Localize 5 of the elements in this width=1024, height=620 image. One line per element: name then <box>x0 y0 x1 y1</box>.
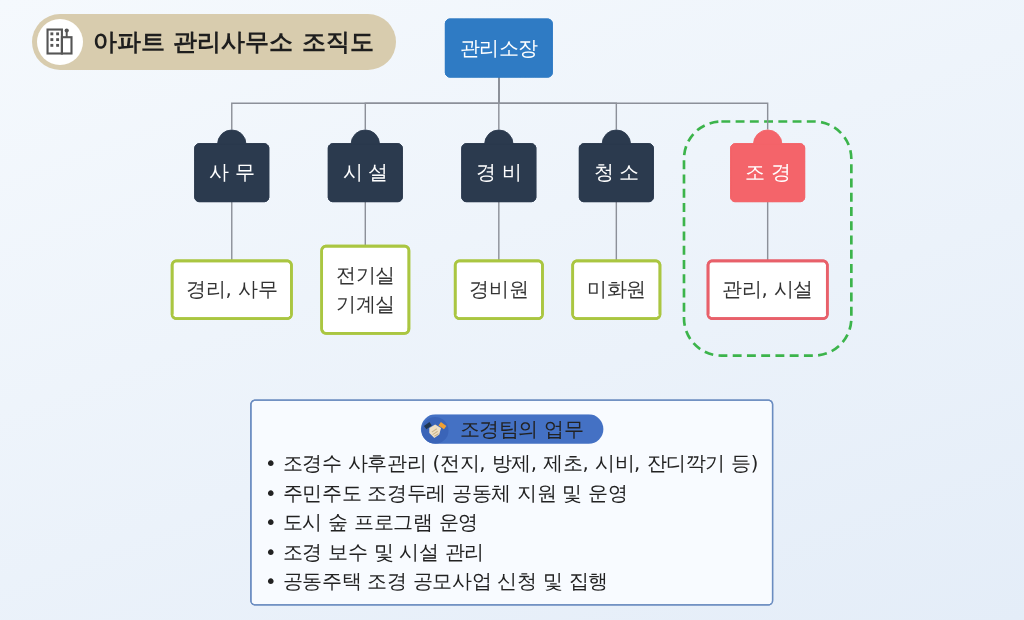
connector <box>498 76 769 131</box>
section-heading: 조경팀의 업무 <box>459 417 584 441</box>
title: 아파트 관리사무소 조직도 <box>93 27 374 58</box>
connector <box>364 200 367 247</box>
cluster <box>682 120 853 357</box>
